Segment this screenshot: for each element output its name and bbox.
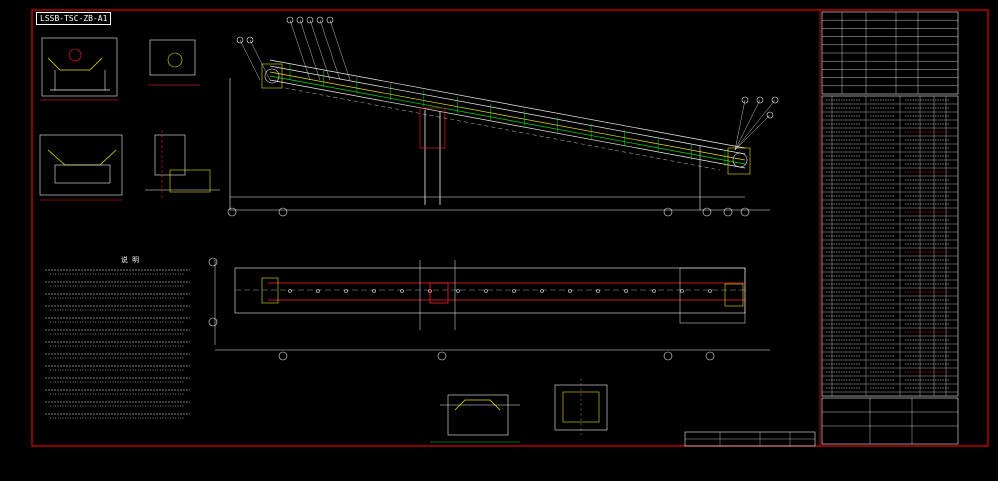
tail-pulley [264,68,280,84]
bracket-base [169,169,211,193]
head-callout-0 [734,99,746,151]
plan-bolt-10 [568,289,572,293]
conveyor-strand-2 [269,71,746,161]
callout-leader-2 [309,19,331,81]
callout-leader-4 [329,19,351,81]
section-b-inner [562,391,600,423]
head-callout-2 [734,99,776,151]
head-callout-3 [734,114,771,151]
callout-bubble-3 [316,16,324,24]
plan-grid-bubble-5 [705,351,715,361]
plan-head-area [679,267,746,324]
idler-trough [47,57,103,71]
tail-frame [261,63,283,89]
conveyor-strand-3 [269,75,746,165]
plan-bolt-4 [400,289,404,293]
plan-bolt-13 [652,289,656,293]
head-pulley [732,152,748,168]
section-a-frame [447,394,509,436]
callout-leader-1 [299,19,321,81]
notes-title: 说 明 [121,255,139,264]
idler-roller [68,48,82,62]
plan-view [208,257,770,361]
conveyor-strand-1 [269,65,746,155]
head-frame [727,147,751,175]
plan-grid-bubble-1 [208,317,218,327]
head-bubble-1 [756,96,764,104]
plan-grid-bubble-2 [278,351,288,361]
elev-grid-bubble-0 [227,207,237,217]
plan-bolt-9 [540,289,544,293]
plan-grid-bubble-3 [437,351,447,361]
return-idler-bracket [54,164,111,184]
idler-detail-frame [41,37,118,97]
plan-bolt-11 [596,289,600,293]
return-strand [284,87,721,171]
callout-bubble-4 [326,16,334,24]
elev-grid-bubble-4 [723,207,733,217]
plan-bolt-14 [680,289,684,293]
head-bubble-3 [766,111,774,119]
elev-grid-bubble-2 [663,207,673,217]
head-bubble-2 [771,96,779,104]
elev-grid-bubble-5 [740,207,750,217]
callout-leader-3 [319,19,341,81]
elev-grid-bubble-3 [702,207,712,217]
notes-block: 说 明 [45,255,190,419]
plan-mid-box [429,282,449,304]
parts-list [821,95,959,397]
callout-bubble-5 [236,36,244,44]
drawing-frame [31,9,989,447]
detail-views [39,37,220,201]
plan-bolt-7 [484,289,488,293]
callout-leader-6 [249,39,271,81]
plan-grid-bubble-0 [208,257,218,267]
head-callout-1 [734,99,761,151]
conveyor-strand-4 [269,79,746,169]
head-bubble-0 [741,96,749,104]
plan-bolt-0 [288,289,292,293]
plan-bolt-3 [372,289,376,293]
plan-bolt-12 [624,289,628,293]
plan-bolt-1 [316,289,320,293]
title-block [821,397,959,445]
plan-bolt-2 [344,289,348,293]
right-panel-border [819,9,989,447]
mid-support-head [419,107,446,149]
callout-bubble-1 [296,16,304,24]
callout-bubble-6 [246,36,254,44]
callout-bubble-0 [286,16,294,24]
plan-tail-box [261,277,279,304]
guide-roller-frame [149,39,196,76]
callout-bubble-2 [306,16,314,24]
plan-grid-bubble-4 [663,351,673,361]
plan-bolt-8 [512,289,516,293]
title-block-and-tables [684,11,959,447]
elev-grid-bubble-1 [278,207,288,217]
plan-bolt-15 [708,289,712,293]
section-views [430,378,608,443]
plan-head-box [724,283,744,307]
drawing-corner-tag: LSSB-TSC-ZB-A1 [36,12,112,25]
callout-leader-5 [239,39,261,81]
callout-leader-0 [289,19,311,81]
plan-bolt-6 [456,289,460,293]
return-idler-frame [39,134,123,196]
guide-roller-circle [167,52,183,68]
main-elevation-view [227,16,779,217]
conveyor-strand-0 [269,59,746,149]
